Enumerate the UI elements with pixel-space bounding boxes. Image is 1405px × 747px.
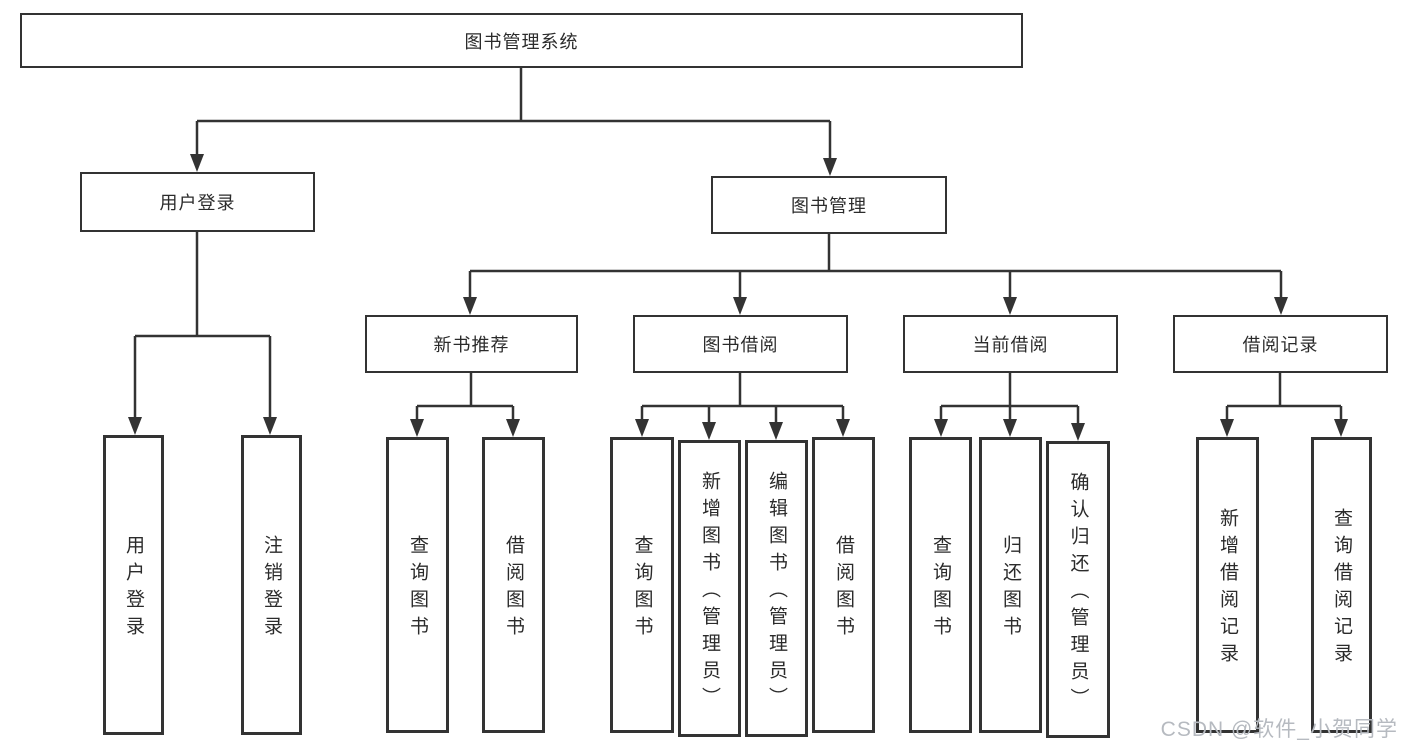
node-new-book-recommend: 新书推荐 [365, 315, 578, 373]
leaf-query-book-2: 查询图书 [610, 437, 674, 733]
node-book-management: 图书管理 [711, 176, 947, 234]
node-root: 图书管理系统 [20, 13, 1023, 68]
node-borrow-records: 借阅记录 [1173, 315, 1388, 373]
leaf-add-book-admin: 新增图书（管理员） [678, 440, 741, 737]
leaf-return-book: 归还图书 [979, 437, 1042, 733]
leaf-query-borrow-record: 查询借阅记录 [1311, 437, 1372, 733]
node-book-borrow: 图书借阅 [633, 315, 848, 373]
leaf-logout: 注销登录 [241, 435, 302, 735]
leaf-query-book-1: 查询图书 [386, 437, 449, 733]
leaf-add-borrow-record: 新增借阅记录 [1196, 437, 1259, 733]
leaf-edit-book-admin: 编辑图书（管理员） [745, 440, 808, 737]
node-current-borrow: 当前借阅 [903, 315, 1118, 373]
node-user-login-module: 用户登录 [80, 172, 315, 232]
leaf-borrow-book-2: 借阅图书 [812, 437, 875, 733]
leaf-query-book-3: 查询图书 [909, 437, 972, 733]
leaf-user-login: 用户登录 [103, 435, 164, 735]
leaf-confirm-return-admin: 确认归还（管理员） [1046, 441, 1110, 738]
watermark: CSDN @软件_小贺同学 [1160, 718, 1398, 741]
leaf-borrow-book-1: 借阅图书 [482, 437, 545, 733]
